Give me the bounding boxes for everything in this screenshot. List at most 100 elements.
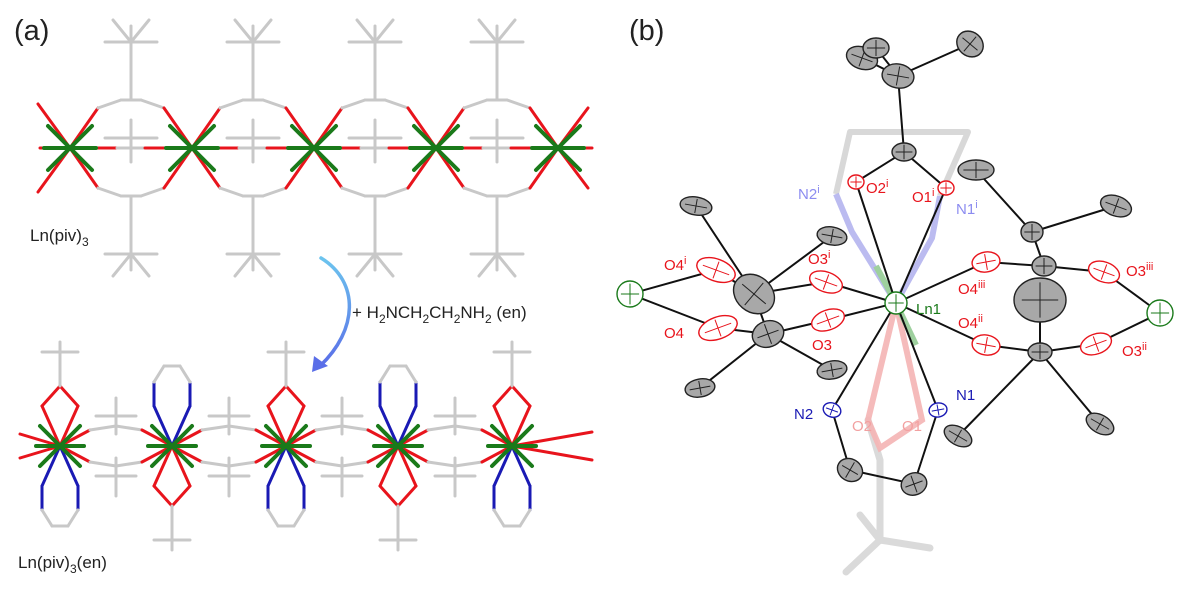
tbu-stick <box>495 252 517 278</box>
atom-label-o3iii: O3iii <box>1126 261 1153 280</box>
atom-label-base: O1 <box>912 189 932 206</box>
atom-label-n1: N1 <box>956 387 975 404</box>
tbu-stick <box>251 18 273 44</box>
oxygen-ellipsoid-axis <box>1100 264 1108 280</box>
nitrogen-ellipsoid-axis <box>936 404 940 416</box>
bridge-c <box>340 460 370 468</box>
carbon-ellipsoid-axis <box>763 324 773 344</box>
reaction-text-part: CH <box>429 303 454 322</box>
atom-label-o3: O3 <box>812 337 832 354</box>
ortep-bond <box>831 302 897 411</box>
atom-label-base: N2 <box>798 186 817 203</box>
ortep-structure <box>616 30 1174 576</box>
bridge-c <box>88 424 118 432</box>
atom-label-base: O4 <box>958 315 978 332</box>
atom-label-base: O1 <box>902 418 922 435</box>
chelate-o <box>284 404 306 448</box>
chelate-o <box>378 444 400 488</box>
en-c <box>492 508 506 528</box>
atom-label-o3i: O3i <box>808 249 830 268</box>
ortep-bond <box>975 169 1033 233</box>
chelate-o <box>378 484 400 508</box>
en-n <box>40 444 62 488</box>
ortep-bond <box>895 302 987 346</box>
chelate-o <box>170 444 192 488</box>
reaction-text-part: (en) <box>492 303 527 322</box>
ortep-bond <box>1039 351 1101 425</box>
bridge-c <box>383 186 410 198</box>
carbon-ellipsoid-axis <box>744 282 764 306</box>
atom-label-o4ii: O4ii <box>958 313 983 332</box>
atom-label-sup: ii <box>978 313 983 325</box>
bridge-c <box>200 424 231 432</box>
chelate-o <box>170 484 192 508</box>
bridge-c <box>218 98 245 110</box>
reaction-arrowhead <box>312 356 328 372</box>
nitrogen-ellipsoid-axis <box>829 404 835 416</box>
atom-label-base: O3 <box>1122 343 1142 360</box>
atom-label-sup: iii <box>1146 261 1153 273</box>
tbu-stick <box>111 252 133 278</box>
atom-label-base: O4 <box>958 281 978 298</box>
reaction-text-part: NCH <box>386 303 423 322</box>
atom-label-base: N1 <box>956 201 975 218</box>
chelate-o <box>152 444 174 488</box>
en-n <box>378 404 400 448</box>
atom-label-base: O3 <box>808 251 828 268</box>
chelate-o <box>40 384 62 408</box>
bridge-c <box>261 186 288 198</box>
bridge-c <box>426 424 457 432</box>
tbu-stick <box>355 252 377 278</box>
bridge-c <box>227 424 258 432</box>
en-c <box>178 364 192 384</box>
atom-label-o3ii: O3ii <box>1122 341 1147 360</box>
ortep-bond <box>855 181 897 304</box>
atom-label-base: O2 <box>852 418 872 435</box>
carbon-ellipsoid-axis <box>963 36 977 52</box>
terminal-o <box>510 444 594 462</box>
chelate-o <box>396 444 418 488</box>
bridge-c <box>88 460 118 468</box>
bridge-c <box>462 186 489 198</box>
panel-b-label: (b) <box>629 15 664 47</box>
oxygen-ellipsoid-axis <box>1092 336 1100 352</box>
ortep-bond <box>895 302 939 411</box>
en-c <box>66 508 80 528</box>
tbu-stick <box>233 18 255 44</box>
bridge-c <box>505 186 532 198</box>
atom-label-sup: i <box>932 187 934 199</box>
ortep-bond <box>913 409 939 485</box>
bridge-c <box>200 460 231 468</box>
atom-labels: Ln1O1O2O1iO2iO3O3iO4O4iO4iiO4iiiO3iiO3ii… <box>664 178 1153 435</box>
chelate-o <box>284 384 306 408</box>
atom-label-o2: O2 <box>852 418 872 435</box>
en-n <box>58 444 80 488</box>
reaction-text-part: + H <box>352 303 379 322</box>
atom-label-sup: iii <box>978 279 985 291</box>
en-n <box>510 444 532 488</box>
panel-a: (a) Ln(piv)3 + H2NCH2CH2NH2 (en) Ln(piv)… <box>14 15 594 576</box>
chelate-o <box>510 404 532 448</box>
ortep-bond <box>895 187 947 304</box>
en-n <box>152 404 174 448</box>
oxygen-ellipsoid-axis <box>822 274 830 290</box>
carbon-ellipsoid-axis <box>910 475 918 493</box>
atom-label-ln1: Ln1 <box>916 301 941 318</box>
carbon-ellipsoid-axis <box>694 198 698 214</box>
chelate-o <box>152 484 174 508</box>
bridge-c <box>383 98 410 110</box>
bridge-c <box>96 98 123 110</box>
atom-label-n2: N2 <box>794 406 813 423</box>
bridge-c <box>227 460 258 468</box>
bridge-c <box>340 424 370 432</box>
atom-label-o1i: O1i <box>912 187 934 206</box>
en-n <box>396 404 418 448</box>
bridge-c <box>261 98 288 110</box>
bridge-c <box>139 186 166 198</box>
tbu-stick <box>129 18 151 44</box>
en-c <box>40 508 54 528</box>
ortep-bond <box>895 261 987 304</box>
tbu-stick <box>355 18 377 44</box>
carbon-ellipsoid-axis <box>830 362 834 378</box>
bridge-c <box>114 424 144 432</box>
